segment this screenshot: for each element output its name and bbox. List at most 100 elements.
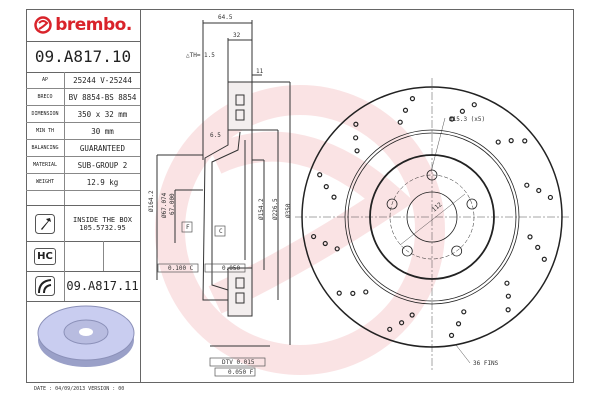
spec-row: BALANCING GUARANTEED	[26, 140, 140, 157]
dim-154: Ø154.2	[258, 198, 265, 220]
holes-label: Ø15.3 (x5)	[449, 116, 485, 123]
drilled-hole	[387, 326, 393, 332]
drilled-hole	[336, 290, 342, 296]
tolerance-flatness: 0.050	[222, 265, 240, 272]
drilled-hole	[350, 290, 356, 296]
tolerance-runout: 0.100 C	[168, 265, 194, 272]
tolerance-dtv: DTV 0.015	[222, 359, 255, 366]
bolt-hole	[466, 198, 478, 210]
dim-164: Ø164.2	[148, 190, 155, 212]
drilled-hole	[504, 280, 510, 286]
drilled-hole	[461, 309, 467, 315]
drilled-hole	[331, 194, 337, 200]
spec-value: 350 x 32 mm	[77, 109, 128, 119]
dim-67: Ø67.074	[161, 192, 168, 218]
spec-row: MIN TH 30 mm	[26, 123, 140, 140]
drilled-hole	[317, 172, 323, 178]
dim-delta-th: △TH= 1.5	[186, 52, 215, 59]
alt-part-row: 09.A817.11	[26, 271, 140, 302]
drilled-hole	[505, 307, 511, 313]
part-number: 09.A817.10	[26, 41, 140, 73]
spec-key: MIN TH	[26, 123, 65, 139]
drilled-hole	[448, 332, 455, 338]
screw-icon	[35, 213, 55, 234]
drilled-hole	[353, 121, 359, 127]
hc-row: HC	[26, 241, 140, 272]
spec-value: SUB-GROUP 2	[77, 160, 128, 170]
bolt-hole	[426, 169, 438, 181]
spec-key: DIMENSION	[26, 106, 65, 122]
drilled-hole	[409, 312, 415, 318]
bolt-hole	[451, 245, 463, 257]
spec-value: 12.9 kg	[86, 177, 119, 187]
drilled-hole	[311, 233, 317, 240]
cross-section	[156, 20, 291, 347]
drilled-hole	[322, 240, 328, 247]
dim-350: Ø350	[285, 203, 292, 218]
hc-icon: HC	[34, 247, 56, 265]
spec-row: AP 25244 V-25244	[26, 72, 140, 89]
spec-value: GUARANTEED	[79, 143, 126, 153]
drilled-hole	[471, 102, 477, 108]
drilled-hole	[459, 108, 465, 114]
drilled-hole	[334, 246, 340, 252]
fins-label: 36 FINS	[473, 360, 499, 367]
spec-key: AP	[26, 72, 65, 88]
brand-name: brembo.	[55, 15, 132, 35]
brembo-logo-icon	[34, 16, 52, 34]
spec-value: BV 8854-BS 8854	[68, 92, 137, 102]
drilled-hole	[455, 321, 462, 327]
drilled-hole	[363, 289, 369, 295]
drawing-frame	[26, 9, 574, 383]
tolerance-runout-f: 0.050 F	[228, 369, 254, 376]
disc-pad-icon	[35, 276, 55, 296]
spec-key: BRECO	[26, 89, 65, 105]
drilled-hole	[505, 293, 511, 299]
drilled-hole	[323, 184, 329, 190]
brembo-logo: brembo.	[26, 9, 140, 42]
drilled-hole	[522, 138, 528, 144]
dim-67b: 67.000	[169, 193, 176, 215]
drilled-hole	[536, 187, 542, 194]
inside-box-code: 105.5732.95	[79, 223, 126, 232]
disc-front-view	[295, 78, 570, 370]
spec-row: WEIGHT 12.9 kg	[26, 174, 140, 191]
drilled-hole	[397, 119, 403, 125]
drilled-hole	[409, 96, 416, 102]
drilled-hole	[508, 138, 514, 144]
drilled-hole	[449, 116, 455, 122]
spec-row: DIMENSION 350 x 32 mm	[26, 106, 140, 123]
inside-box-label: INSIDE THE BOX	[72, 215, 132, 224]
alt-part-number: 09.A817.11	[66, 279, 139, 293]
bolt-hole	[386, 198, 398, 210]
bolt-hole	[401, 245, 413, 257]
drilled-hole	[535, 244, 541, 250]
datum-c: C	[219, 228, 223, 235]
drilled-hole	[353, 135, 359, 141]
dim-overall-width: 64.5	[218, 14, 233, 21]
datum-f: F	[186, 224, 190, 231]
drilled-hole	[547, 194, 553, 201]
spec-key: WEIGHT	[26, 174, 65, 190]
brembo-watermark	[155, 85, 445, 375]
spec-blank-row	[26, 127, 140, 206]
spec-value: 25244 V-25244	[73, 75, 132, 85]
drilled-hole	[354, 148, 360, 154]
date-version: DATE : 04/09/2013 VERSION : 00	[34, 386, 125, 392]
drilled-hole	[402, 107, 409, 113]
drilled-hole	[524, 182, 530, 188]
spec-key: BALANCING	[26, 140, 65, 156]
drilled-hole	[495, 139, 501, 145]
dim-226: Ø226.5	[272, 198, 279, 220]
spec-value: 30 mm	[91, 126, 114, 136]
drilled-hole	[541, 256, 547, 262]
disc-3d-image	[37, 305, 135, 367]
drilled-hole	[399, 320, 405, 326]
dim-thickness: 32	[233, 32, 241, 39]
